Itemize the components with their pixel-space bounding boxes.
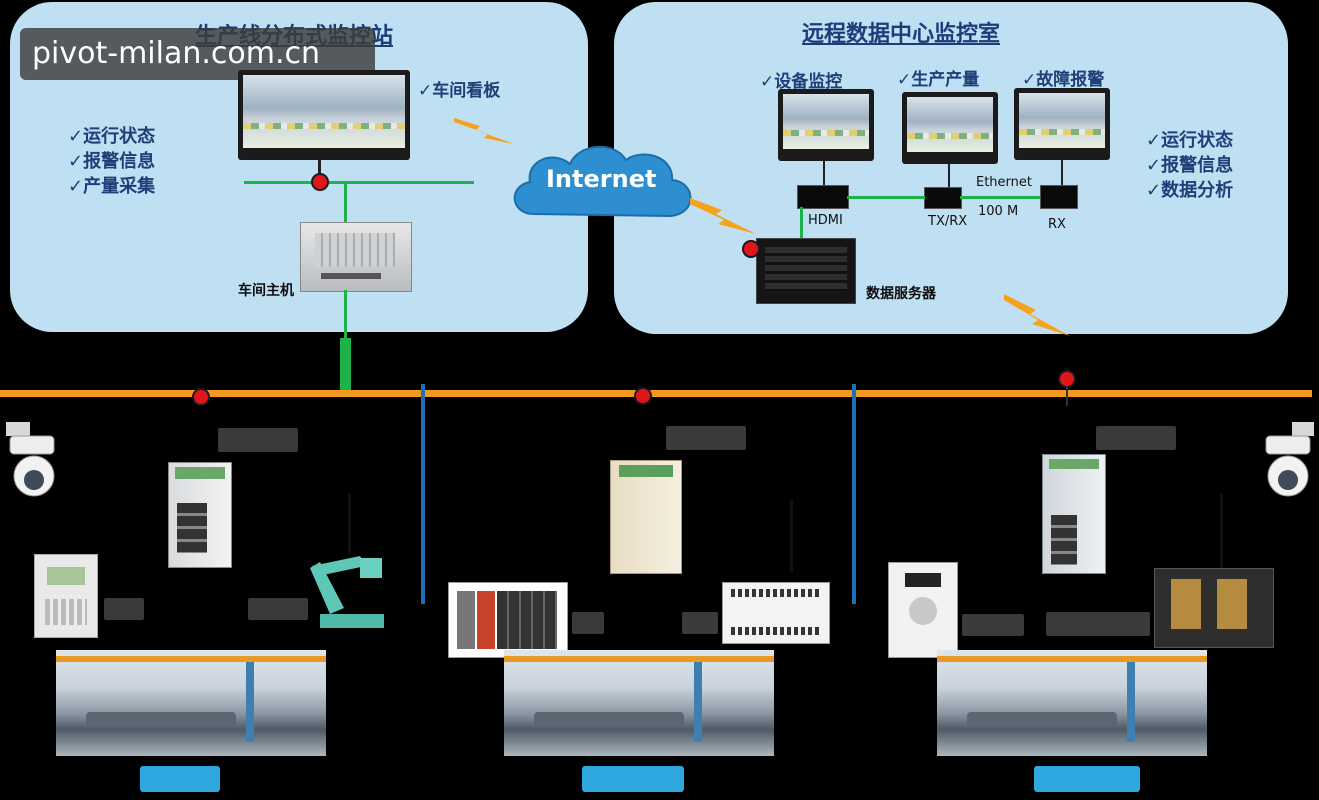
workshop-host-label: 车间主机 [238,283,294,299]
board-stand-line [318,160,321,180]
production-machine-1 [56,650,326,756]
controller-label [682,612,718,634]
field-cable [1220,494,1223,568]
wireless-bolt-icon [1004,294,1070,336]
host-link-line [344,183,347,225]
robot-label [248,598,308,620]
plc-label [572,612,604,634]
txrx-label: TX/RX [928,214,968,229]
monitor-cable [948,164,950,188]
small-plc [722,582,830,644]
plc-rack [448,582,568,658]
bus-node-dot [192,388,210,406]
field-cable [348,494,351,554]
robot-arm-icon [310,556,384,628]
ethernet-label: Ethernet [976,175,1032,190]
workshop-board-label: ✓车间看板 [418,81,501,101]
machine-title-2 [582,766,684,792]
inverter-label [962,614,1024,636]
board-link-line [244,181,474,184]
wireless-bolt-icon [690,198,756,234]
field-cable [790,500,793,572]
host-to-bus-thick [340,338,351,390]
production-machine-2 [504,650,774,756]
left-check-item: ✓产量采集 [68,176,156,197]
machine-title-1 [140,766,220,792]
bus-node-dot [634,387,652,405]
gateway-device-mid [610,460,682,574]
equipment-monitor [778,89,874,161]
monitor-cable [823,161,825,186]
hdmi-box [797,185,849,209]
camera-icon [6,422,55,497]
monitor-label-equipment: ✓设备监控 [760,72,843,92]
server-label: 数据服务器 [866,286,936,302]
workshop-host-computer [300,222,412,292]
right-checklist: ✓运行状态 ✓报警信息 ✓数据分析 [1146,128,1233,203]
blue-drop-line [421,384,425,604]
gateway-device-right [1042,454,1106,574]
controller-label-right [1046,612,1150,636]
left-check-item: ✓报警信息 [68,151,156,172]
bus-tap-line [1066,386,1068,406]
right-panel-title: 远程数据中心监控室 [802,22,1001,47]
fieldbus-line [0,390,1312,397]
gateway-label-left [218,428,298,452]
rx-label: RX [1048,217,1066,232]
monitor-label-fault: ✓故障报警 [1022,70,1105,90]
left-panel-node-dot [311,173,329,191]
server-link-line [800,207,803,245]
fault-monitor [1014,88,1110,160]
workshop-board-monitor [238,70,410,160]
monitor-cable [1061,160,1063,186]
right-data-center-panel [614,2,1288,334]
monitor-label-output: ✓生产产量 [897,70,980,90]
camera-icon [1265,422,1314,497]
internet-cloud [513,146,692,218]
left-check-item: ✓运行状态 [68,126,156,147]
blue-drop-line [852,384,856,604]
hdmi-label: HDMI [808,213,843,228]
internet-label: Internet [546,165,657,193]
speed-label: 100 M [978,204,1019,219]
meter-label [104,598,144,620]
wireless-bolt-icon [454,118,514,144]
rx-box [1040,185,1078,209]
txrx-box [924,187,962,209]
output-monitor [902,92,998,164]
production-machine-3 [937,650,1207,756]
gateway-device-left [168,462,232,568]
right-check-item: ✓报警信息 [1146,155,1234,176]
right-check-item: ✓运行状态 [1146,130,1234,151]
ethernet-link-line [960,196,1040,199]
left-checklist: ✓运行状态 ✓报警信息 ✓产量采集 [68,124,155,199]
data-server [756,238,856,304]
gateway-label-mid [666,426,746,450]
ethernet-link-line [847,196,925,199]
electric-meter [34,554,98,638]
machine-title-3 [1034,766,1140,792]
right-check-item: ✓数据分析 [1146,180,1234,201]
server-node-dot [742,240,760,258]
power-controller [1154,568,1274,648]
frequency-inverter [888,562,958,658]
gateway-label-right [1096,426,1176,450]
